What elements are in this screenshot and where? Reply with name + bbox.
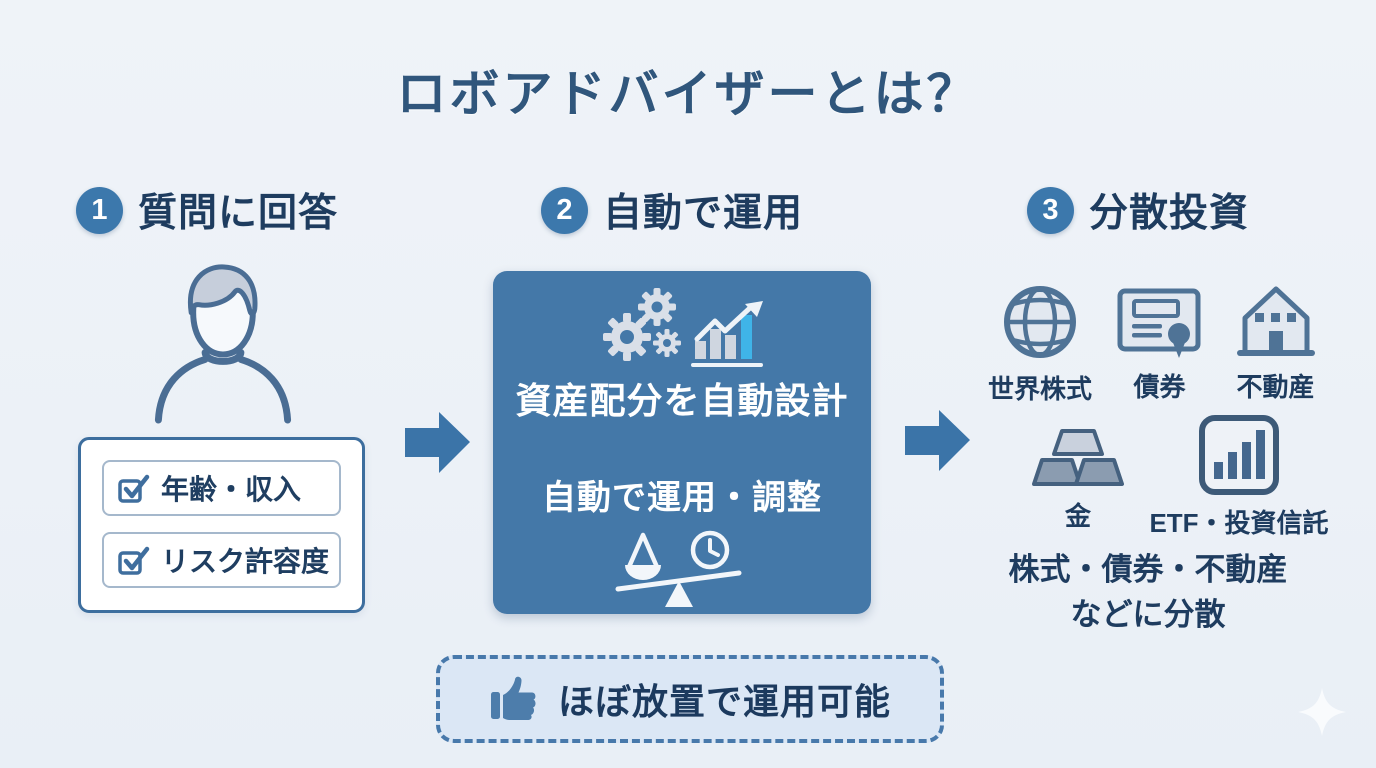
asset-label: ETF・投資信託 [1149,508,1329,538]
caption-line1: 株式・債券・不動産 [1008,552,1288,587]
auto-design-text: 資産配分を自動設計 [515,380,849,421]
globe-icon [1000,282,1080,362]
gears-icon [595,285,691,367]
arrow-right-icon [405,412,470,473]
step2-header: 2 自動で運用 [541,182,803,238]
asset-etf-funds: ETF・投資信託 [1139,414,1339,540]
hands-off-banner: ほぼ放置で運用可能 [436,655,944,743]
person-icon [148,261,298,425]
diversify-caption: 株式・債券・不動産 などに分散 [966,547,1330,637]
checkbox-icon [117,545,150,575]
asset-world-stocks: 世界株式 [979,282,1101,406]
asset-label: 債券 [1133,372,1186,402]
thumbs-up-icon [489,675,541,723]
certificate-icon [1117,288,1203,360]
step3-number-badge: 3 [1027,186,1074,234]
gold-bars-icon [1032,427,1124,489]
page-title: ロボアドバイザーとは？ [396,66,980,122]
asset-bonds: 債券 [1112,288,1207,404]
answers-box: 年齢・収入 リスク許容度 [78,437,365,613]
step2-number-badge: 2 [541,186,588,234]
step1-title: 質問に回答 [138,192,339,235]
balance-scale-icon [611,523,753,611]
banner-label: ほぼ放置で運用可能 [557,681,891,722]
growth-chart-icon [691,301,769,367]
sparkle-icon [1294,684,1350,740]
checkbox-icon [117,473,150,503]
asset-label: 世界株式 [987,374,1092,404]
step1-number-badge: 1 [76,186,123,234]
checklist-label: リスク許容度 [161,546,330,577]
step2-title: 自動で運用 [603,192,804,235]
step3-title: 分散投資 [1089,192,1250,235]
asset-real-estate: 不動産 [1228,282,1323,404]
auto-adjust-text: 自動で運用・調整 [542,479,822,517]
asset-gold: 金 [1023,427,1133,533]
etf-chart-icon [1198,414,1280,496]
clock-icon [690,530,730,570]
checklist-item-risk-tolerance: リスク許容度 [102,532,341,588]
checklist-item-age-income: 年齢・収入 [102,460,341,516]
asset-label: 金 [1064,501,1091,531]
step3-header: 3 分散投資 [1027,182,1249,238]
house-icon [1234,282,1318,360]
caption-line2: などに分散 [1070,597,1226,632]
checklist-label: 年齢・収入 [161,474,302,505]
arrow-right-icon [905,410,970,471]
step1-header: 1 質問に回答 [76,182,338,238]
auto-management-box: 資産配分を自動設計 自動で運用・調整 [493,271,871,614]
asset-label: 不動産 [1236,372,1315,402]
